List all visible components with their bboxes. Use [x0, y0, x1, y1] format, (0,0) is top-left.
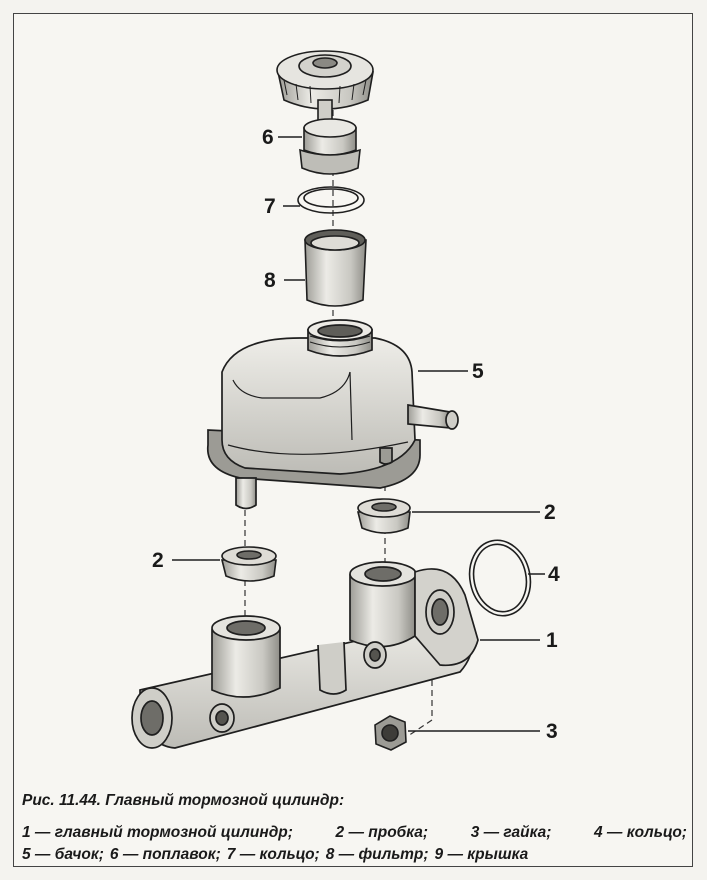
- callout-5: 5: [472, 360, 484, 383]
- callout-3: 3: [546, 720, 558, 743]
- legend-item: 2 — пробка;: [335, 824, 429, 841]
- callout-4: 4: [548, 563, 560, 586]
- leader-lines: [172, 136, 545, 732]
- figure-caption: Рис. 11.44. Главный тормозной цилиндр: 1…: [22, 790, 687, 866]
- reservoir-tank: [206, 319, 459, 510]
- legend-item: 5 — бачок;: [22, 846, 104, 863]
- callout-2-right: 2: [544, 501, 556, 524]
- callout-2-left: 2: [152, 549, 164, 572]
- legend-item: 3 — гайка;: [470, 824, 552, 841]
- plug-2-right: [356, 498, 411, 534]
- legend-item: 4 — кольцо;: [594, 824, 687, 841]
- callout-8: 8: [264, 269, 276, 292]
- filter-part: [304, 229, 367, 307]
- legend-item: 6 — поплавок;: [109, 846, 221, 863]
- caption-title: Рис. 11.44. Главный тормозной цилиндр:: [22, 792, 345, 809]
- callout-7: 7: [264, 195, 276, 218]
- legend-item: 7 — кольцо;: [226, 846, 320, 863]
- reservoir-cap: [276, 50, 374, 125]
- legend-line-2: 5 — бачок; 6 — поплавок; 7 — кольцо; 8 —…: [22, 844, 687, 866]
- master-cylinder-body: [131, 561, 479, 749]
- callout-6: 6: [262, 126, 274, 149]
- seal-ring-4: [468, 539, 532, 617]
- legend-line-1: 1 — главный тормозной цилиндр; 2 — пробк…: [22, 822, 687, 844]
- float-part: [299, 118, 361, 175]
- callout-1: 1: [546, 629, 558, 652]
- plug-2-left: [220, 546, 277, 582]
- legend-item: 9 — крышка: [434, 846, 529, 863]
- legend-item: 1 — главный тормозной цилиндр;: [22, 824, 293, 841]
- nut-part: [374, 715, 407, 751]
- seal-ring-7: [297, 186, 365, 214]
- legend-item: 8 — фильтр;: [325, 846, 429, 863]
